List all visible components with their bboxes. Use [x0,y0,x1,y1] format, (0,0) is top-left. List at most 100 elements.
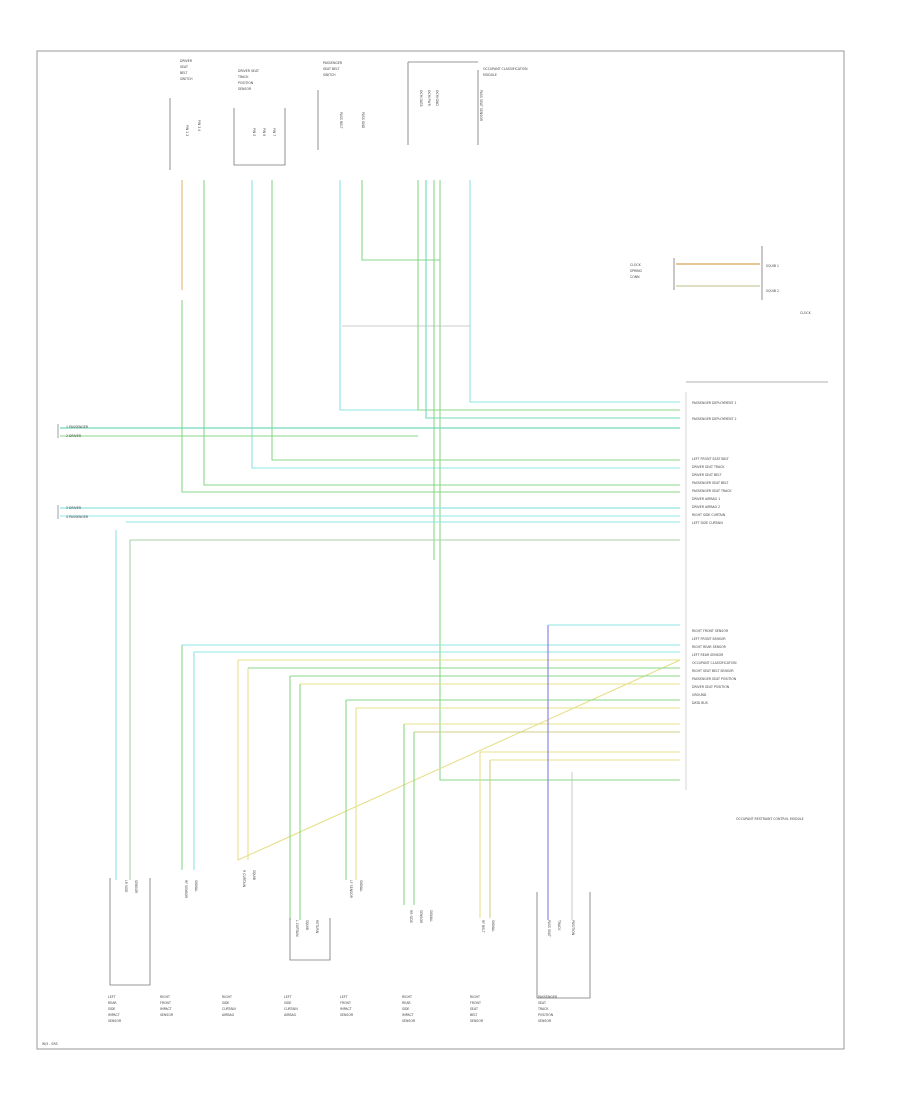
svg-text:PIN 5: PIN 5 [252,128,256,136]
bottom-component-label: IMPACT [160,1007,172,1011]
module-pin-label: PASSENGER DEPLOYMENT 1 [692,401,737,405]
bottom-component-label: SENSOR [160,1013,174,1017]
svg-text:SQUIB: SQUIB [252,870,256,880]
module-pin-label: DRIVER SEAT TRACK [692,465,725,469]
bottom-component-label: LEFT [284,995,292,999]
svg-text:CONN: CONN [630,275,640,279]
bottom-component-label: CURTAIN [222,1007,236,1011]
svg-text:SIGNAL: SIGNAL [194,880,198,892]
top-component-brackets [169,61,479,170]
bottom-component-label: SENSOR [538,1019,552,1023]
left-connector-label-2: 2 DRIVER [66,434,82,438]
module-pin-label: RIGHT FRONT SENSOR [692,629,729,633]
module-pin-label: PASSENGER DEPLOYMENT 2 [692,417,737,421]
bottom-component-label: IMPACT [340,1007,352,1011]
svg-text:PIN 3 4: PIN 3 4 [197,120,201,131]
bottom-component-label: LEFT [340,995,348,999]
module-pin-label: DRIVER SEAT BELT [692,473,721,477]
svg-text:SENSOR: SENSOR [134,880,138,894]
svg-text:RF SENSOR: RF SENSOR [184,880,188,899]
module-pin-label: LEFT FRONT SENSOR [692,637,726,641]
svg-text:PASS SEAT: PASS SEAT [547,920,551,937]
module-pin-label: PASSENGER SEAT TRACK [692,489,732,493]
bottom-component-label: FRONT [340,1001,351,1005]
bottom-component-label: SENSOR [340,1013,354,1017]
module-pin-label: OCCUPANT CLASSIFICATION [692,661,737,665]
svg-text:RR SIDE: RR SIDE [409,910,413,923]
bottom-component-label: RIGHT [222,995,232,999]
svg-text:TRACK: TRACK [237,75,249,79]
bottom-component-label: SENSOR [108,1019,122,1023]
wire-ocm-1 [417,180,680,411]
bottom-component-label: IMPACT [108,1013,120,1017]
bottom-component-label: SIDE [108,1007,115,1011]
svg-text:SIGNAL: SIGNAL [359,880,363,892]
bottom-component-label: CURTAIN [284,1007,298,1011]
bottom-component-label: SEAT [470,1007,478,1011]
svg-text:SWITCH: SWITCH [323,73,336,77]
svg-text:CLOCK: CLOCK [800,311,812,315]
svg-text:SQUIB 2: SQUIB 2 [766,289,779,293]
bottom-component-label: AIRBAG [284,1013,297,1017]
svg-text:LR SIDE: LR SIDE [124,880,128,892]
module-pin-label: RIGHT SIDE CURTAIN [692,513,726,517]
svg-text:SQUIB: SQUIB [305,920,309,930]
left-connector: 1 PASSENGER 2 DRIVER 3 DRIVER 4 PASSENGE… [57,424,89,519]
svg-text:SPRING: SPRING [630,269,642,273]
bottom-component-brackets [109,878,591,999]
svg-text:CLOCK: CLOCK [630,263,642,267]
footer-code: W/5 - SRS [42,1042,58,1046]
diagram-frame [36,50,845,1050]
svg-text:PASS GND: PASS GND [361,112,365,129]
module-pin-label: RIGHT REAR SENSOR [692,645,727,649]
bottom-component-label: SIDE [222,1001,229,1005]
bottom-component-label: BELT [470,1013,478,1017]
clockspring-block: CLOCK SPRING CONN SQUIB 1 SQUIB 2 CLOCK [630,246,812,315]
wire-harness [60,180,681,920]
bottom-component-label: RIGHT [160,995,170,999]
svg-text:POSITION: POSITION [571,920,575,936]
bottom-component-label: LEFT [108,995,116,999]
left-connector-label-1: 1 PASSENGER [66,425,89,429]
wire-driver-belt-1-run [181,300,680,493]
svg-text:MODULE: MODULE [483,73,497,77]
module-pin-label: DRIVER AIRBAG 2 [692,505,720,509]
left-connector-label-3: 3 DRIVER [66,506,82,510]
module-pin-label: DRIVER AIRBAG 1 [692,497,720,501]
svg-text:PIN 1 2: PIN 1 2 [185,125,189,136]
module-pin-label: LEFT FRONT SEAT BELT [692,457,729,461]
bottom-component-label: TRACK [537,1007,549,1011]
module-label: OCCUPANT RESTRAINT CONTROL MODULE [736,817,804,821]
svg-text:OCM PWR: OCM PWR [427,90,431,107]
bottom-component-label: FRONT [470,1001,481,1005]
bottom-component-label: POSITION [538,1013,554,1017]
left-connector-label-4: 4 PASSENGER [66,515,89,519]
svg-text:PIN 7: PIN 7 [272,128,276,136]
wire-ocm-2 [425,180,680,419]
svg-text:OCCUPANT CLASSIFICATION: OCCUPANT CLASSIFICATION [483,67,528,71]
bottom-component-label: SIDE [402,1007,409,1011]
svg-text:PASS BELT: PASS BELT [339,112,343,128]
bottom-component-label: SEAT [538,1001,546,1005]
svg-text:PASSENGER: PASSENGER [323,61,343,65]
module-pin-label: PASSENGER SEAT POSITION [692,677,737,681]
wire-pass-belt-1 [339,180,680,411]
svg-text:SENSOR: SENSOR [238,87,252,91]
wire-driver-belt-2 [203,180,680,486]
svg-text:RF BELT: RF BELT [481,920,485,933]
wire-driver-track-2 [271,180,680,461]
wire-rcurtain-1 [237,659,681,861]
module-pin-label: RIGHT SEAT BELT SENSOR [692,669,734,673]
module-pin-label: LEFT SIDE CURTAIN [692,521,723,525]
svg-text:OCM DATA: OCM DATA [419,90,423,108]
bottom-component-label: RIGHT [402,995,412,999]
svg-text:PIN 6: PIN 6 [262,128,266,136]
svg-text:SENSOR: SENSOR [419,910,423,924]
module-pin-label: LEFT REAR SENSOR [692,653,724,657]
svg-text:DRIVER: DRIVER [180,59,193,63]
svg-text:SQUIB 1: SQUIB 1 [766,264,779,268]
bottom-pin-text: LR SIDE SENSOR RF SENSOR SIGNAL R CURTAI… [124,870,575,937]
top-component-labels: DRIVER SEAT BELT SWITCH DRIVER SEAT TRAC… [180,59,528,91]
svg-text:OCM GND: OCM GND [435,90,439,106]
